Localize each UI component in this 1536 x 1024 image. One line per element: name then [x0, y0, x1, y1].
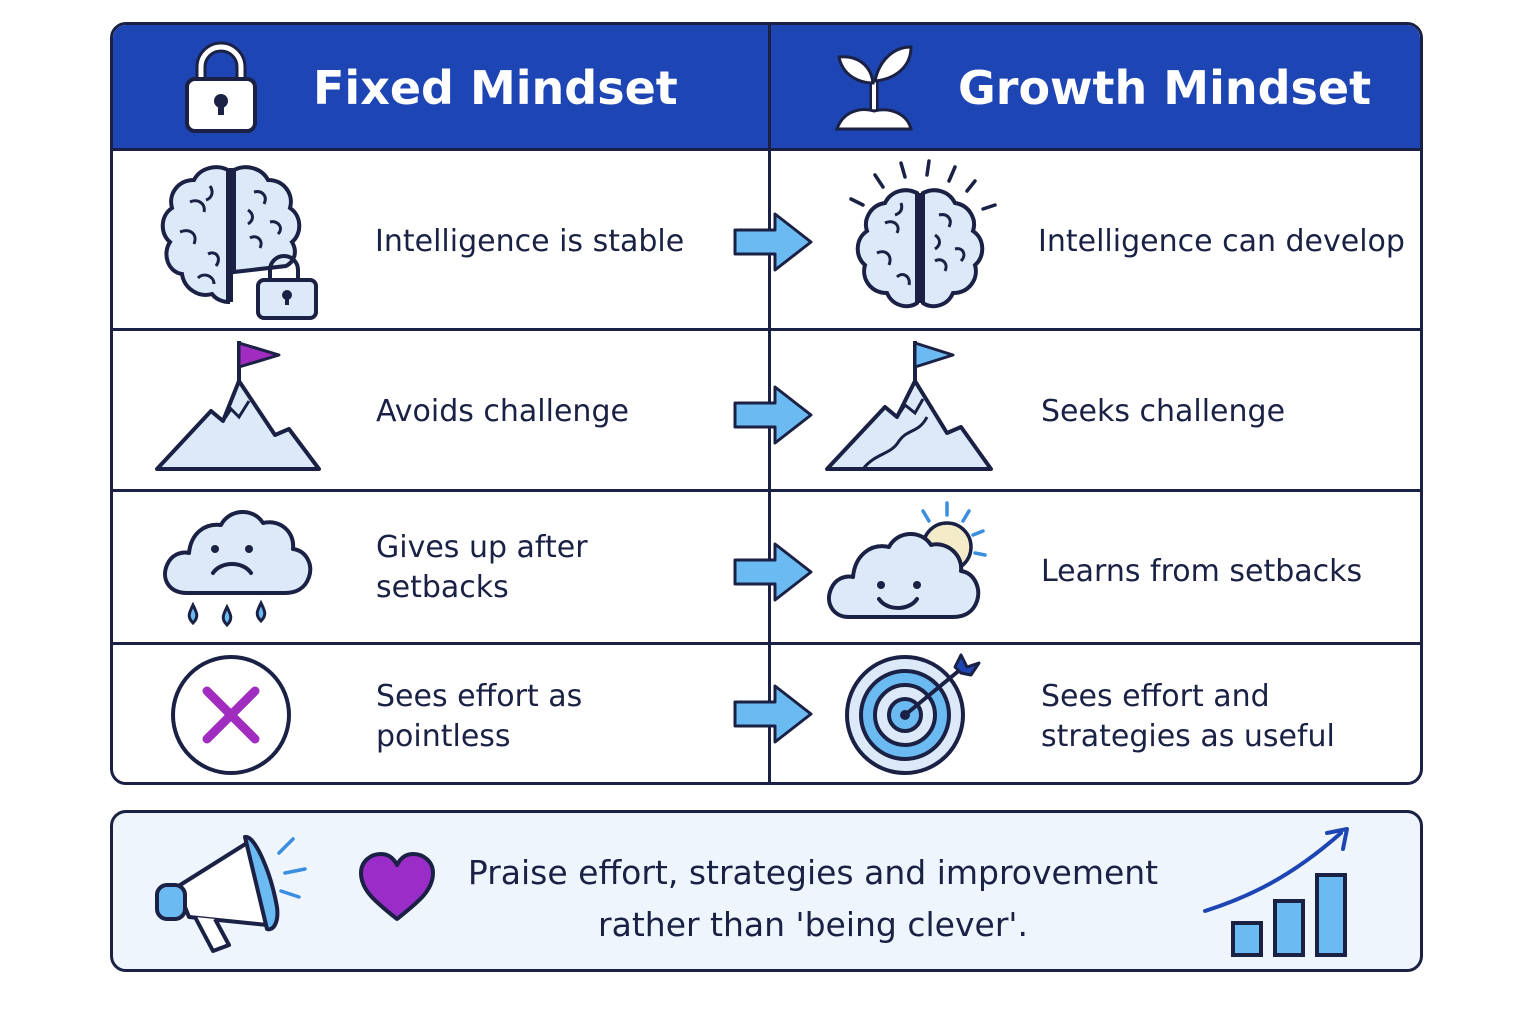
mindset-comparison-table: Fixed Mindset Growth Mindset Intelligenc…	[110, 22, 1423, 785]
mountain-with-path-icon	[825, 341, 993, 471]
text-line: pointless	[376, 719, 511, 754]
growth-mindset-title: Growth Mindset	[958, 61, 1372, 115]
text-line: strategies as useful	[1041, 719, 1335, 754]
row-separator	[113, 328, 1420, 331]
growth-row-4-text: Sees effort and strategies as useful	[1041, 677, 1335, 757]
heart-icon	[359, 852, 435, 921]
row-separator	[113, 489, 1420, 492]
fixed-row-4-text: Sees effort as pointless	[376, 677, 582, 757]
praise-tip-banner: Praise effort, strategies and improvemen…	[110, 810, 1423, 972]
rising-bar-chart-icon	[1203, 827, 1349, 957]
padlock-icon	[185, 41, 257, 133]
glowing-brain-icon	[849, 159, 997, 309]
arrow-right-icon	[733, 684, 813, 744]
fixed-row-3-text: Gives up after setbacks	[376, 528, 588, 608]
arrow-right-icon	[733, 385, 813, 445]
arrow-right-icon	[733, 542, 813, 602]
mountain-with-flag-icon	[155, 341, 321, 471]
text-line: Avoids challenge	[376, 394, 629, 429]
arrow-right-icon	[733, 212, 813, 272]
text-line: setbacks	[376, 570, 509, 605]
sprout-icon	[834, 45, 913, 131]
table-header: Fixed Mindset Growth Mindset	[113, 25, 1420, 151]
sad-rain-cloud-icon	[163, 510, 313, 628]
text-line: Intelligence can develop	[1038, 224, 1405, 259]
text-line: Seeks challenge	[1041, 394, 1286, 429]
text-line: Learns from setbacks	[1041, 554, 1363, 589]
text-line: Praise effort, strategies and improvemen…	[467, 853, 1159, 892]
text-line: Sees effort and	[1041, 679, 1270, 714]
fixed-mindset-title: Fixed Mindset	[313, 61, 678, 115]
text-line: rather than 'being clever'.	[598, 905, 1028, 944]
text-line: Sees effort as	[376, 679, 583, 714]
growth-row-1-text: Intelligence can develop	[1038, 222, 1405, 262]
text-line: Intelligence is stable	[375, 224, 685, 259]
fixed-row-2-text: Avoids challenge	[376, 392, 629, 432]
growth-row-3-text: Learns from setbacks	[1041, 552, 1362, 592]
fixed-row-1-text: Intelligence is stable	[375, 222, 684, 262]
x-circle-icon	[171, 655, 291, 775]
growth-row-2-text: Seeks challenge	[1041, 392, 1285, 432]
text-line: Gives up after	[376, 530, 588, 565]
megaphone-icon	[155, 835, 307, 953]
praise-tip-text: Praise effort, strategies and improvemen…	[413, 847, 1213, 951]
target-dart-icon	[845, 653, 981, 775]
brain-with-padlock-icon	[160, 165, 318, 320]
happy-cloud-sun-icon	[827, 501, 987, 619]
row-separator	[113, 642, 1420, 645]
